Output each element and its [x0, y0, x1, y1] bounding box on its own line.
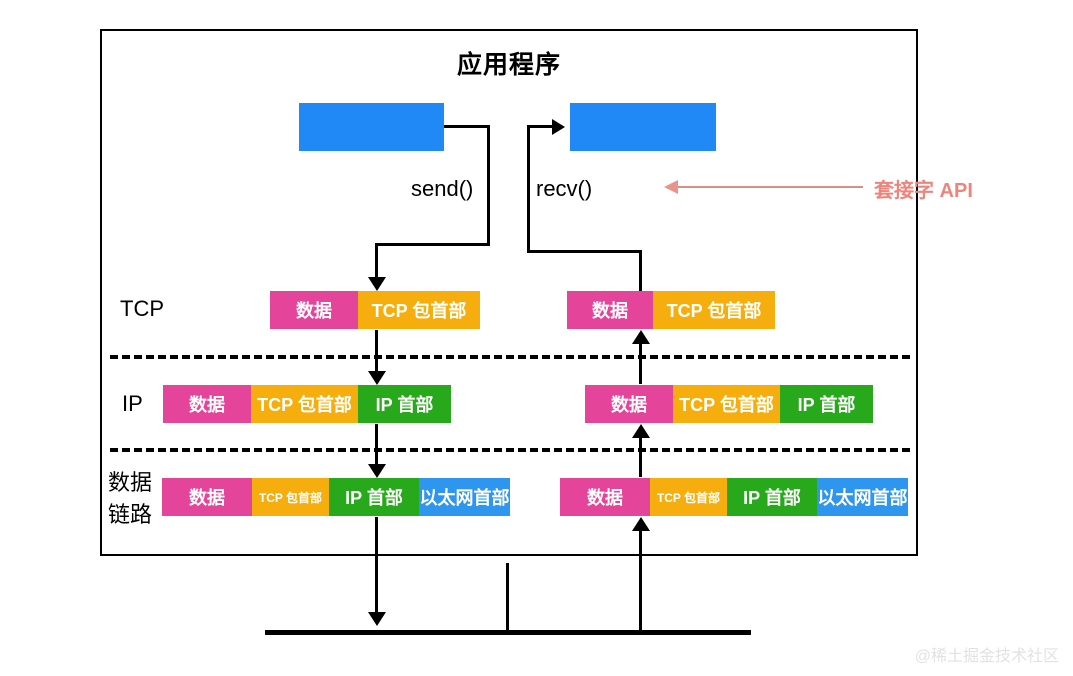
- packet-segment: 数据: [163, 385, 251, 423]
- recv-path-segment-h1: [527, 250, 642, 253]
- packet-segment: TCP 包首部: [252, 478, 329, 516]
- recv-call-label: recv(): [536, 176, 593, 201]
- packet-segment: 数据: [162, 478, 252, 516]
- socket-api-arrowhead: [664, 180, 678, 194]
- decap-arrow-wire-to-link: [632, 517, 650, 531]
- packet-segment: IP 首部: [727, 478, 817, 516]
- decap-line-wire-to-link: [639, 556, 642, 632]
- packet-segment: 以太网首部: [419, 478, 510, 516]
- decap-arrow-ip-to-tcp: [632, 330, 650, 344]
- encap-line-ip-to-link: [375, 424, 378, 472]
- layer-label-datalink-line1: 数据: [108, 470, 153, 495]
- layer-separator-ip-link: [110, 448, 910, 452]
- recv-path-segment-h2: [527, 125, 560, 128]
- encap-arrow-link-to-wire: [368, 612, 386, 626]
- socket-api-line: [677, 186, 863, 188]
- encap-arrow-ip-to-link: [368, 464, 386, 478]
- recv-path-arrowhead: [552, 119, 565, 135]
- decap-line-link-to-ip: [639, 437, 642, 477]
- decap-line-ip-to-tcp: [639, 340, 642, 384]
- process-box-sender: [299, 103, 444, 151]
- send-path-arrowhead: [368, 277, 386, 291]
- packet-segment: TCP 包首部: [251, 385, 358, 423]
- packet-segment: IP 首部: [329, 478, 419, 516]
- decap-arrow-link-to-ip: [632, 424, 650, 438]
- watermark: @稀土掘金技术社区: [914, 648, 1059, 665]
- layer-label-datalink-line2: 链路: [108, 502, 153, 527]
- send-call-label: send(): [411, 176, 474, 201]
- encap-line-tcp-to-ip: [375, 330, 378, 380]
- recv-path-segment-v2: [527, 125, 530, 253]
- packet-segment: 数据: [567, 291, 653, 329]
- network-bus-line: [265, 630, 751, 635]
- packet-segment: TCP 包首部: [650, 478, 727, 516]
- layer-label-tcp: TCP: [120, 296, 164, 321]
- send-path-segment-v1: [487, 125, 490, 245]
- packet-segment: 数据: [560, 478, 650, 516]
- encap-line-link-to-wire: [375, 517, 378, 621]
- decap-line-wire-to-link-b: [639, 531, 642, 561]
- packet-segment: TCP 包首部: [358, 291, 480, 329]
- layer-label-ip: IP: [122, 391, 143, 416]
- packet-segment: IP 首部: [780, 385, 873, 423]
- application-frame: [100, 29, 918, 556]
- frame-drop-line: [506, 563, 509, 631]
- send-path-segment-h2: [375, 243, 490, 246]
- packet-segment: 数据: [270, 291, 358, 329]
- packet-segment: 数据: [585, 385, 673, 423]
- encap-arrow-tcp-to-ip: [368, 371, 386, 385]
- send-path-segment-v2: [375, 243, 378, 283]
- page-title: 应用程序: [456, 51, 561, 79]
- layer-separator-tcp-ip: [110, 355, 910, 359]
- layer-label-datalink: 数据 链路: [108, 467, 152, 531]
- recv-path-segment-v1: [639, 250, 642, 292]
- packet-segment: IP 首部: [358, 385, 451, 423]
- packet-segment: TCP 包首部: [673, 385, 780, 423]
- packet-segment: 以太网首部: [817, 478, 908, 516]
- process-box-receiver: [570, 103, 716, 151]
- send-path-segment-h1: [444, 125, 490, 128]
- packet-segment: TCP 包首部: [653, 291, 775, 329]
- socket-api-label: 套接字 API: [874, 180, 973, 202]
